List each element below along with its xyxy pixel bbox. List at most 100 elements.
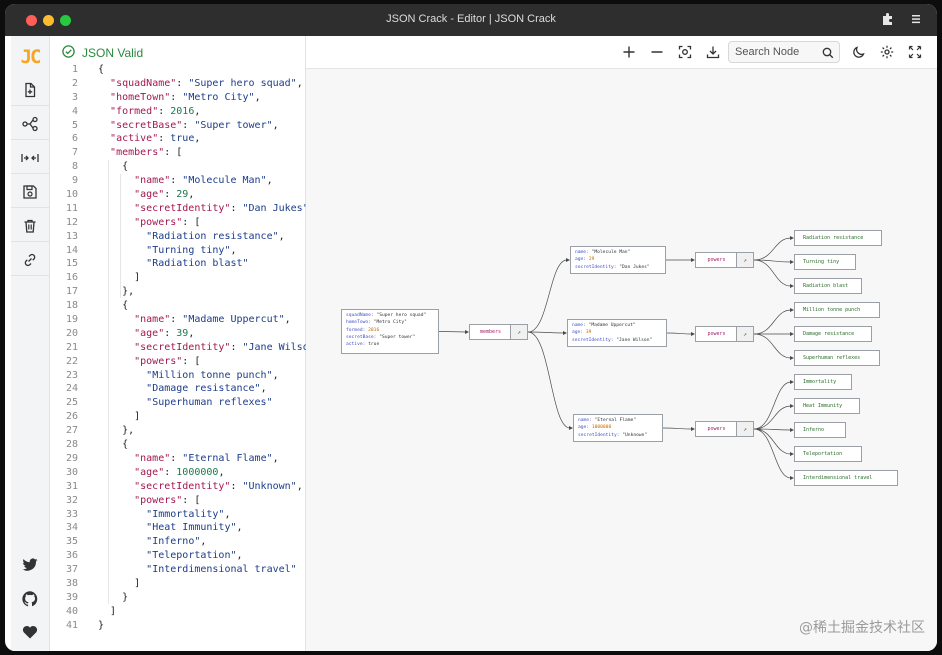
code-line[interactable]: 28 { <box>50 438 305 452</box>
code-line[interactable]: 35 "Inferno", <box>50 535 305 549</box>
power-value-node[interactable]: Inferno <box>794 422 846 438</box>
code-text[interactable]: "name": "Madame Uppercut", <box>134 314 291 326</box>
code-text[interactable]: }, <box>98 425 135 437</box>
power-value-node[interactable]: Heat Immunity <box>794 398 860 414</box>
code-text[interactable]: "Teleportation", <box>146 550 243 562</box>
code-text[interactable]: "powers": [ <box>134 494 201 506</box>
maximize-window-button[interactable] <box>60 15 71 26</box>
share-link-icon[interactable] <box>11 244 49 276</box>
app-logo[interactable]: JC <box>20 46 42 68</box>
code-text[interactable]: ] <box>134 272 141 284</box>
zoom-in-icon[interactable] <box>620 43 638 61</box>
expand-collapse-icon[interactable] <box>11 142 49 174</box>
code-text[interactable]: "name": "Molecule Man", <box>134 175 273 187</box>
code-text[interactable]: ] <box>98 605 117 617</box>
code-text[interactable]: } <box>98 619 105 631</box>
code-line[interactable]: 41} <box>50 619 305 633</box>
search-node-input[interactable] <box>735 45 819 59</box>
code-line[interactable]: 10 "age": 29, <box>50 188 305 202</box>
code-text[interactable]: "Turning tiny", <box>146 244 237 256</box>
code-line[interactable]: 23 "Million tonne punch", <box>50 369 305 383</box>
code-line[interactable]: 15 "Radiation blast" <box>50 257 305 271</box>
code-text[interactable]: "active": true, <box>110 133 201 145</box>
code-text[interactable]: "powers": [ <box>134 355 201 367</box>
code-line[interactable]: 3 "homeTown": "Metro City", <box>50 91 305 105</box>
code-line[interactable]: 5 "secretBase": "Super tower", <box>50 119 305 133</box>
download-icon[interactable] <box>704 43 722 61</box>
code-line[interactable]: 6 "active": true, <box>50 132 305 146</box>
power-value-node[interactable]: Radiation resistance <box>794 230 882 246</box>
close-window-button[interactable] <box>26 15 37 26</box>
code-text[interactable]: "Radiation blast" <box>146 258 249 270</box>
twitter-icon[interactable] <box>11 549 49 581</box>
minimize-window-button[interactable] <box>43 15 54 26</box>
search-icon[interactable] <box>822 46 834 64</box>
code-line[interactable]: 9 "name": "Molecule Man", <box>50 174 305 188</box>
code-text[interactable]: "Radiation resistance", <box>146 230 285 242</box>
code-line[interactable]: 24 "Damage resistance", <box>50 382 305 396</box>
json-editor[interactable]: JSON Valid 1{2 "squadName": "Super hero … <box>50 36 321 651</box>
code-line[interactable]: 7 "members": [ <box>50 146 305 160</box>
code-text[interactable]: "Inferno", <box>146 536 207 548</box>
code-line[interactable]: 33 "Immortality", <box>50 508 305 522</box>
code-text[interactable]: "Immortality", <box>146 508 231 520</box>
code-line[interactable]: 20 "age": 39, <box>50 327 305 341</box>
code-text[interactable]: "members": [ <box>110 147 183 159</box>
code-text[interactable]: "Damage resistance", <box>146 383 267 395</box>
code-line[interactable]: 39 } <box>50 591 305 605</box>
power-value-node[interactable]: Superhuman reflexes <box>794 350 880 366</box>
root-object-node[interactable]: squadName: "Super hero squad"homeTown: "… <box>341 309 439 354</box>
code-line[interactable]: 38 ] <box>50 577 305 591</box>
code-text[interactable]: "age": 29, <box>134 189 195 201</box>
powers-node[interactable]: powers↗ <box>695 421 754 437</box>
code-text[interactable]: } <box>98 591 129 603</box>
collapse-node-icon[interactable]: ↗ <box>736 422 753 436</box>
new-file-icon[interactable] <box>11 74 49 106</box>
code-text[interactable]: "homeTown": "Metro City", <box>110 91 261 103</box>
collapse-node-icon[interactable]: ↗ <box>736 327 753 341</box>
power-value-node[interactable]: Immortality <box>794 374 852 390</box>
code-line[interactable]: 21 "secretIdentity": "Jane Wilson" <box>50 341 321 355</box>
power-value-node[interactable]: Turning tiny <box>794 254 856 270</box>
code-text[interactable]: { <box>98 161 129 173</box>
extensions-icon[interactable] <box>881 12 895 26</box>
code-line[interactable]: 8 { <box>50 160 305 174</box>
collapse-node-icon[interactable]: ↗ <box>736 253 753 267</box>
code-line[interactable]: 22 "powers": [ <box>50 355 305 369</box>
power-value-node[interactable]: Radiation blast <box>794 278 862 294</box>
power-value-node[interactable]: Teleportation <box>794 446 862 462</box>
code-line[interactable]: 18 { <box>50 299 305 313</box>
delete-icon[interactable] <box>11 210 49 242</box>
power-value-node[interactable]: Interdimensional travel <box>794 470 898 486</box>
powers-node[interactable]: powers↗ <box>695 326 754 342</box>
search-node-box[interactable] <box>728 41 840 63</box>
code-line[interactable]: 17 }, <box>50 285 305 299</box>
code-text[interactable]: "Million tonne punch", <box>146 369 279 381</box>
fit-view-icon[interactable] <box>676 43 694 61</box>
code-line[interactable]: 12 "powers": [ <box>50 216 305 230</box>
power-value-node[interactable]: Damage resistance <box>794 326 872 342</box>
code-text[interactable]: "squadName": "Super hero squad", <box>110 77 303 89</box>
code-text[interactable]: { <box>98 439 129 451</box>
code-text[interactable]: { <box>98 64 105 75</box>
code-text[interactable]: "secretIdentity": "Jane Wilson" <box>134 341 321 353</box>
code-text[interactable]: "secretIdentity": "Unknown", <box>134 480 303 492</box>
code-text[interactable]: "formed": 2016, <box>110 105 201 117</box>
code-line[interactable]: 4 "formed": 2016, <box>50 105 305 119</box>
code-text[interactable]: "secretIdentity": "Dan Jukes", <box>134 202 315 214</box>
code-text[interactable]: "Heat Immunity", <box>146 522 243 534</box>
graph-canvas[interactable]: squadName: "Super hero squad"homeTown: "… <box>306 36 937 651</box>
code-text[interactable]: "powers": [ <box>134 216 201 228</box>
code-line[interactable]: 25 "Superhuman reflexes" <box>50 396 305 410</box>
dark-mode-icon[interactable] <box>850 43 868 61</box>
code-line[interactable]: 31 "secretIdentity": "Unknown", <box>50 480 305 494</box>
members-node[interactable]: members↗ <box>469 324 528 340</box>
code-text[interactable]: }, <box>98 286 135 298</box>
fullscreen-icon[interactable] <box>906 43 924 61</box>
code-line[interactable]: 11 "secretIdentity": "Dan Jukes", <box>50 202 315 216</box>
code-area[interactable]: 1{2 "squadName": "Super hero squad",3 "h… <box>50 63 321 633</box>
menu-icon[interactable] <box>909 12 923 26</box>
code-line[interactable]: 37 "Interdimensional travel" <box>50 563 305 577</box>
